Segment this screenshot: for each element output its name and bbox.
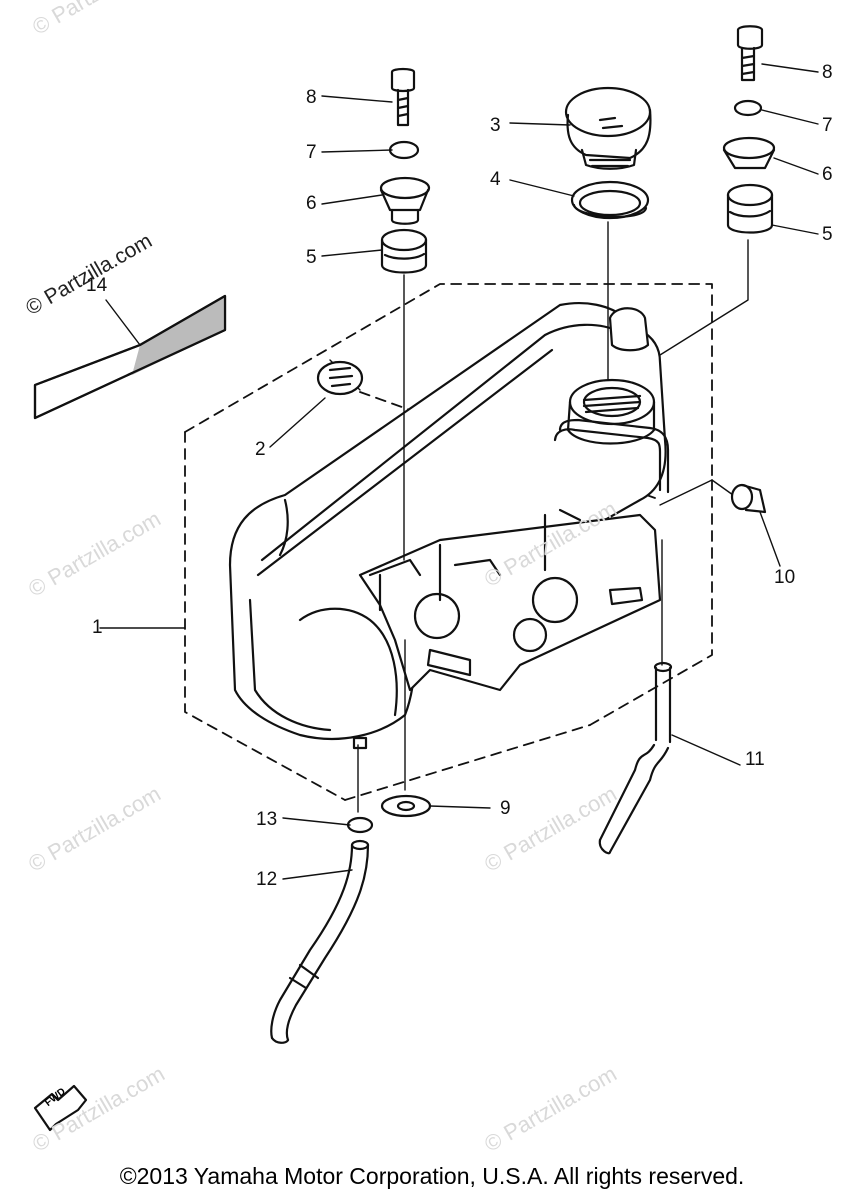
collar-left (379, 176, 431, 225)
callout-12: 12 (256, 869, 278, 890)
bolt-left (390, 67, 416, 127)
callout-5-right: 5 (822, 224, 833, 245)
drain-hose (270, 839, 370, 1044)
grommet (730, 483, 767, 514)
oil-tank (228, 302, 670, 741)
callout-14: 14 (86, 275, 108, 296)
washer-right (733, 99, 763, 117)
damper-left (380, 228, 428, 274)
mounting-bracket (358, 508, 662, 692)
callout-4: 4 (490, 169, 501, 190)
callout-6-left: 6 (306, 193, 317, 214)
callout-9: 9 (500, 798, 511, 819)
washer-left (388, 140, 420, 160)
copyright-notice: ©2013 Yamaha Motor Corporation, U.S.A. A… (119, 1163, 745, 1189)
collar-right (722, 136, 776, 170)
drain-plug (316, 360, 364, 396)
callout-7-left: 7 (306, 142, 317, 163)
oil-cap (564, 86, 652, 170)
breather-hose (598, 661, 673, 855)
assembly-lines (329, 221, 749, 813)
callout-1: 1 (92, 617, 103, 638)
o-ring (570, 180, 650, 220)
bolt-right (736, 25, 764, 82)
callout-6-right: 6 (822, 164, 833, 185)
leader-lines (99, 63, 819, 880)
callout-5-left: 5 (306, 247, 317, 268)
decal (33, 294, 227, 420)
callout-3: 3 (490, 115, 501, 136)
callout-13: 13 (256, 809, 278, 830)
fwd-arrow-icon (33, 1084, 88, 1132)
callout-2: 2 (255, 439, 266, 460)
callout-7-right: 7 (822, 115, 833, 136)
bottom-washer (380, 794, 432, 818)
callout-10: 10 (774, 567, 796, 588)
damper-right (726, 183, 774, 234)
hose-clamp (346, 736, 374, 834)
callout-8-right: 8 (822, 62, 833, 83)
callout-8-left: 8 (306, 87, 317, 108)
callout-11: 11 (745, 749, 765, 770)
